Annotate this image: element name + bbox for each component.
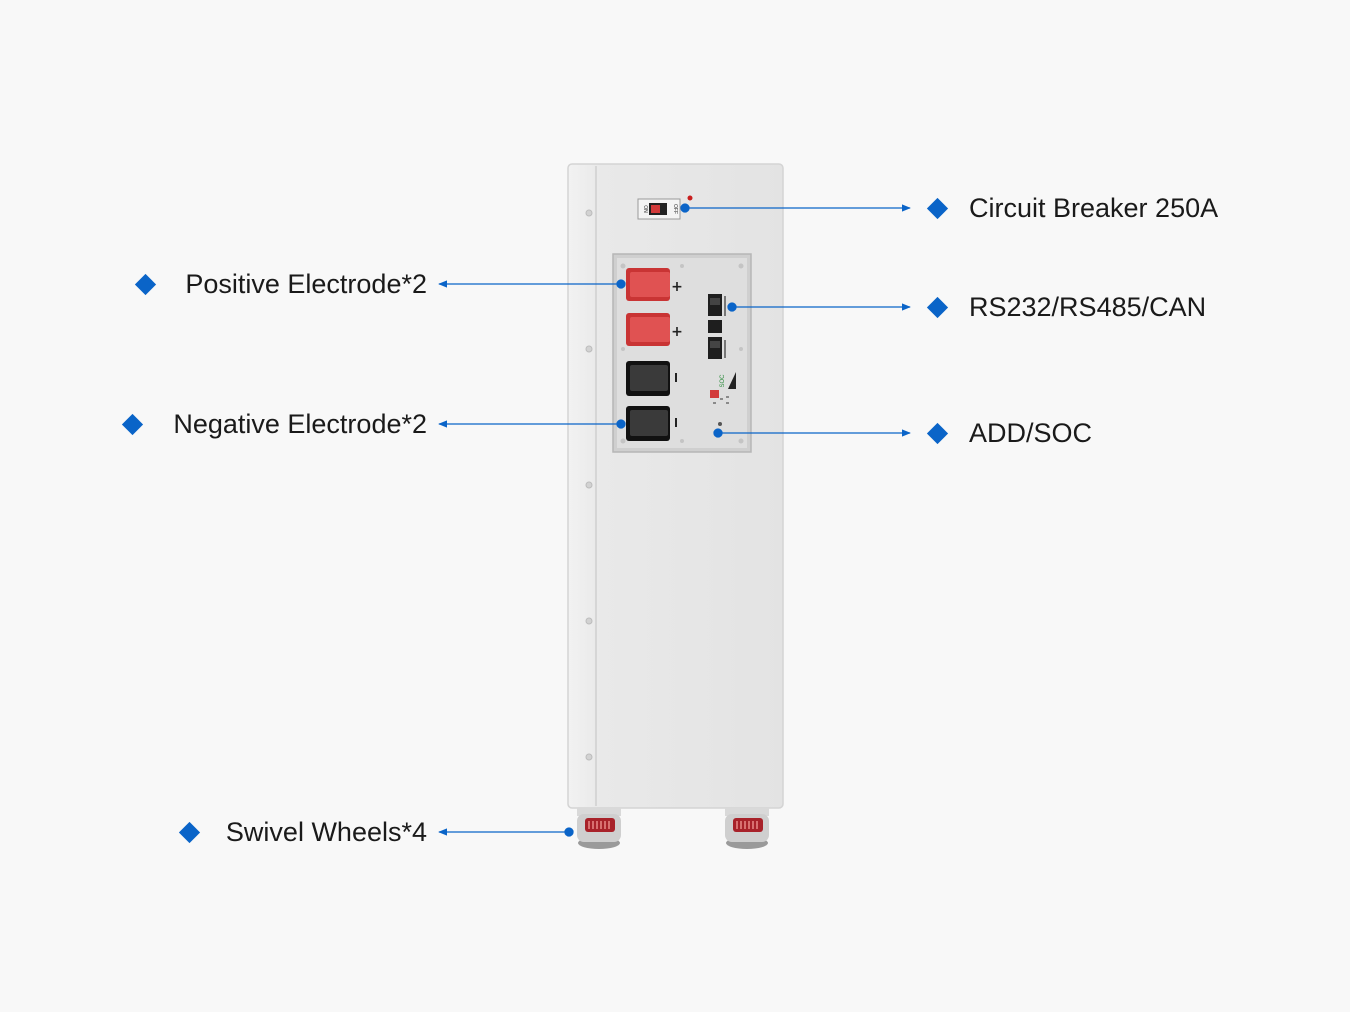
- swivel-wheels-label: Swivel Wheels*4: [225, 817, 427, 847]
- plus-sign-1: +: [671, 279, 683, 295]
- callout-lines: [438, 203, 911, 837]
- positive-electrode-label: Positive Electrode*2: [185, 269, 427, 299]
- soc-indicator-triangle: [728, 372, 736, 389]
- add-soc-label: ADD/SOC: [969, 418, 1093, 448]
- swivel-wheel-left: [577, 808, 621, 849]
- breaker-on-label: ON: [642, 205, 648, 213]
- negative-terminal-1[interactable]: [626, 361, 670, 396]
- reset-button: [718, 422, 722, 426]
- negative-electrode-label: Negative Electrode*2: [173, 409, 427, 439]
- positive-terminal-2[interactable]: [626, 313, 670, 346]
- soc-label: SOC: [720, 374, 726, 388]
- add-soc-area[interactable]: SOC: [710, 372, 736, 426]
- minus-sign-1: [675, 373, 677, 382]
- negative-terminal-2[interactable]: [626, 406, 670, 441]
- circuit-breaker[interactable]: ON OFF: [637, 195, 693, 220]
- cabinet-screws: [585, 209, 593, 761]
- comm-ports[interactable]: [708, 294, 726, 359]
- breaker-off-label: OFF: [672, 204, 678, 214]
- plus-sign-2: +: [671, 324, 683, 340]
- swivel-wheel-right: [725, 808, 769, 849]
- terminal-panel: + + SOC: [612, 253, 752, 453]
- minus-sign-2: [675, 418, 677, 427]
- positive-terminal-1[interactable]: [626, 268, 670, 301]
- add-dip-switch: [710, 390, 719, 398]
- comm-ports-label: RS232/RS485/CAN: [969, 292, 1207, 322]
- breaker-indicator-led: [687, 195, 693, 201]
- circuit-breaker-label: Circuit Breaker 250A: [969, 193, 1219, 223]
